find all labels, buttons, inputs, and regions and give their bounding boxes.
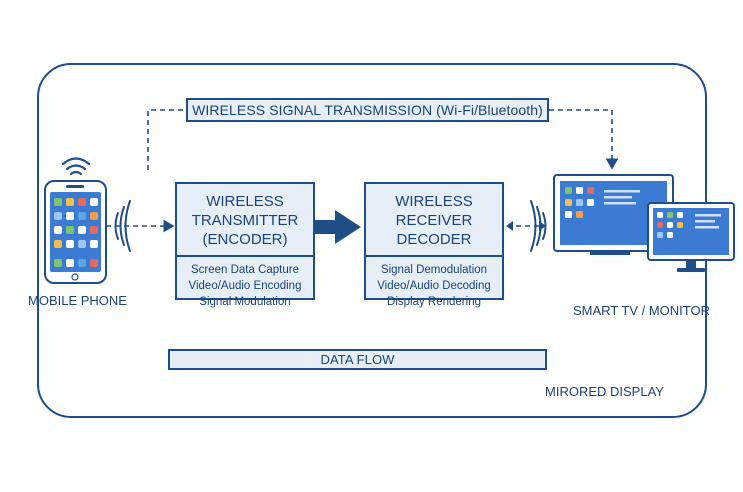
transmitter-title-line: TRANSMITTER: [191, 212, 299, 229]
receiver-divider: [366, 255, 502, 257]
transmitter-function: Video/Audio Encoding: [188, 280, 302, 292]
wireless-transmission-label: WIRELESS SIGNAL TRANSMISSION (Wi-Fi/Blue…: [192, 102, 543, 118]
smart-tv-label: SMART TV / MONITOR: [573, 303, 711, 318]
wireless-transmission-banner: WIRELESS SIGNAL TRANSMISSION (Wi-Fi/Blue…: [186, 98, 549, 122]
receiver-function: Signal Demodulation: [380, 264, 488, 276]
transmitter-title-line: (ENCODER): [202, 231, 288, 248]
receiver-block: WIRELESS RECEIVER DECODER Signal Demodul…: [364, 182, 504, 308]
transmitter-title: WIRELESS TRANSMITTER (ENCODER): [177, 192, 313, 249]
top-signal-path-left: [147, 109, 186, 170]
receiver-title-line: WIRELESS: [395, 193, 473, 210]
receiver-title-line: DECODER: [396, 231, 472, 248]
mirrored-display-label: MIRORED DISPLAY: [545, 384, 664, 399]
mobile-phone-label: MOBILE PHONE: [28, 293, 127, 308]
receiver-title: WIRELESS RECEIVER DECODER: [366, 192, 502, 249]
receiver-function: Display Rendering: [387, 296, 481, 308]
top-signal-path-right: [549, 109, 619, 170]
arrow-right-icon: [315, 210, 361, 244]
transmitter-function: Signal Modulation: [199, 296, 291, 308]
receiver-title-line: RECEIVER: [395, 212, 473, 229]
smartphone-icon: [44, 180, 107, 284]
signal-waves-icon: [530, 200, 547, 252]
transmitter-functions: Screen Data Capture Video/Audio Encoding…: [177, 262, 313, 310]
transmitter-divider: [177, 255, 313, 257]
data-flow-label: DATA FLOW: [320, 352, 395, 367]
receiver-functions: Signal Demodulation Video/Audio Decoding…: [366, 262, 502, 310]
transmitter-title-line: WIRELESS: [206, 193, 284, 210]
transmitter-block: WIRELESS TRANSMITTER (ENCODER) Screen Da…: [175, 182, 315, 308]
signal-waves-icon: [114, 200, 131, 252]
data-flow-bar: DATA FLOW: [168, 349, 547, 370]
receiver-function: Video/Audio Decoding: [377, 280, 491, 292]
monitor-icon: [647, 202, 735, 272]
wifi-icon: [61, 157, 91, 176]
transmitter-function: Screen Data Capture: [190, 264, 300, 276]
